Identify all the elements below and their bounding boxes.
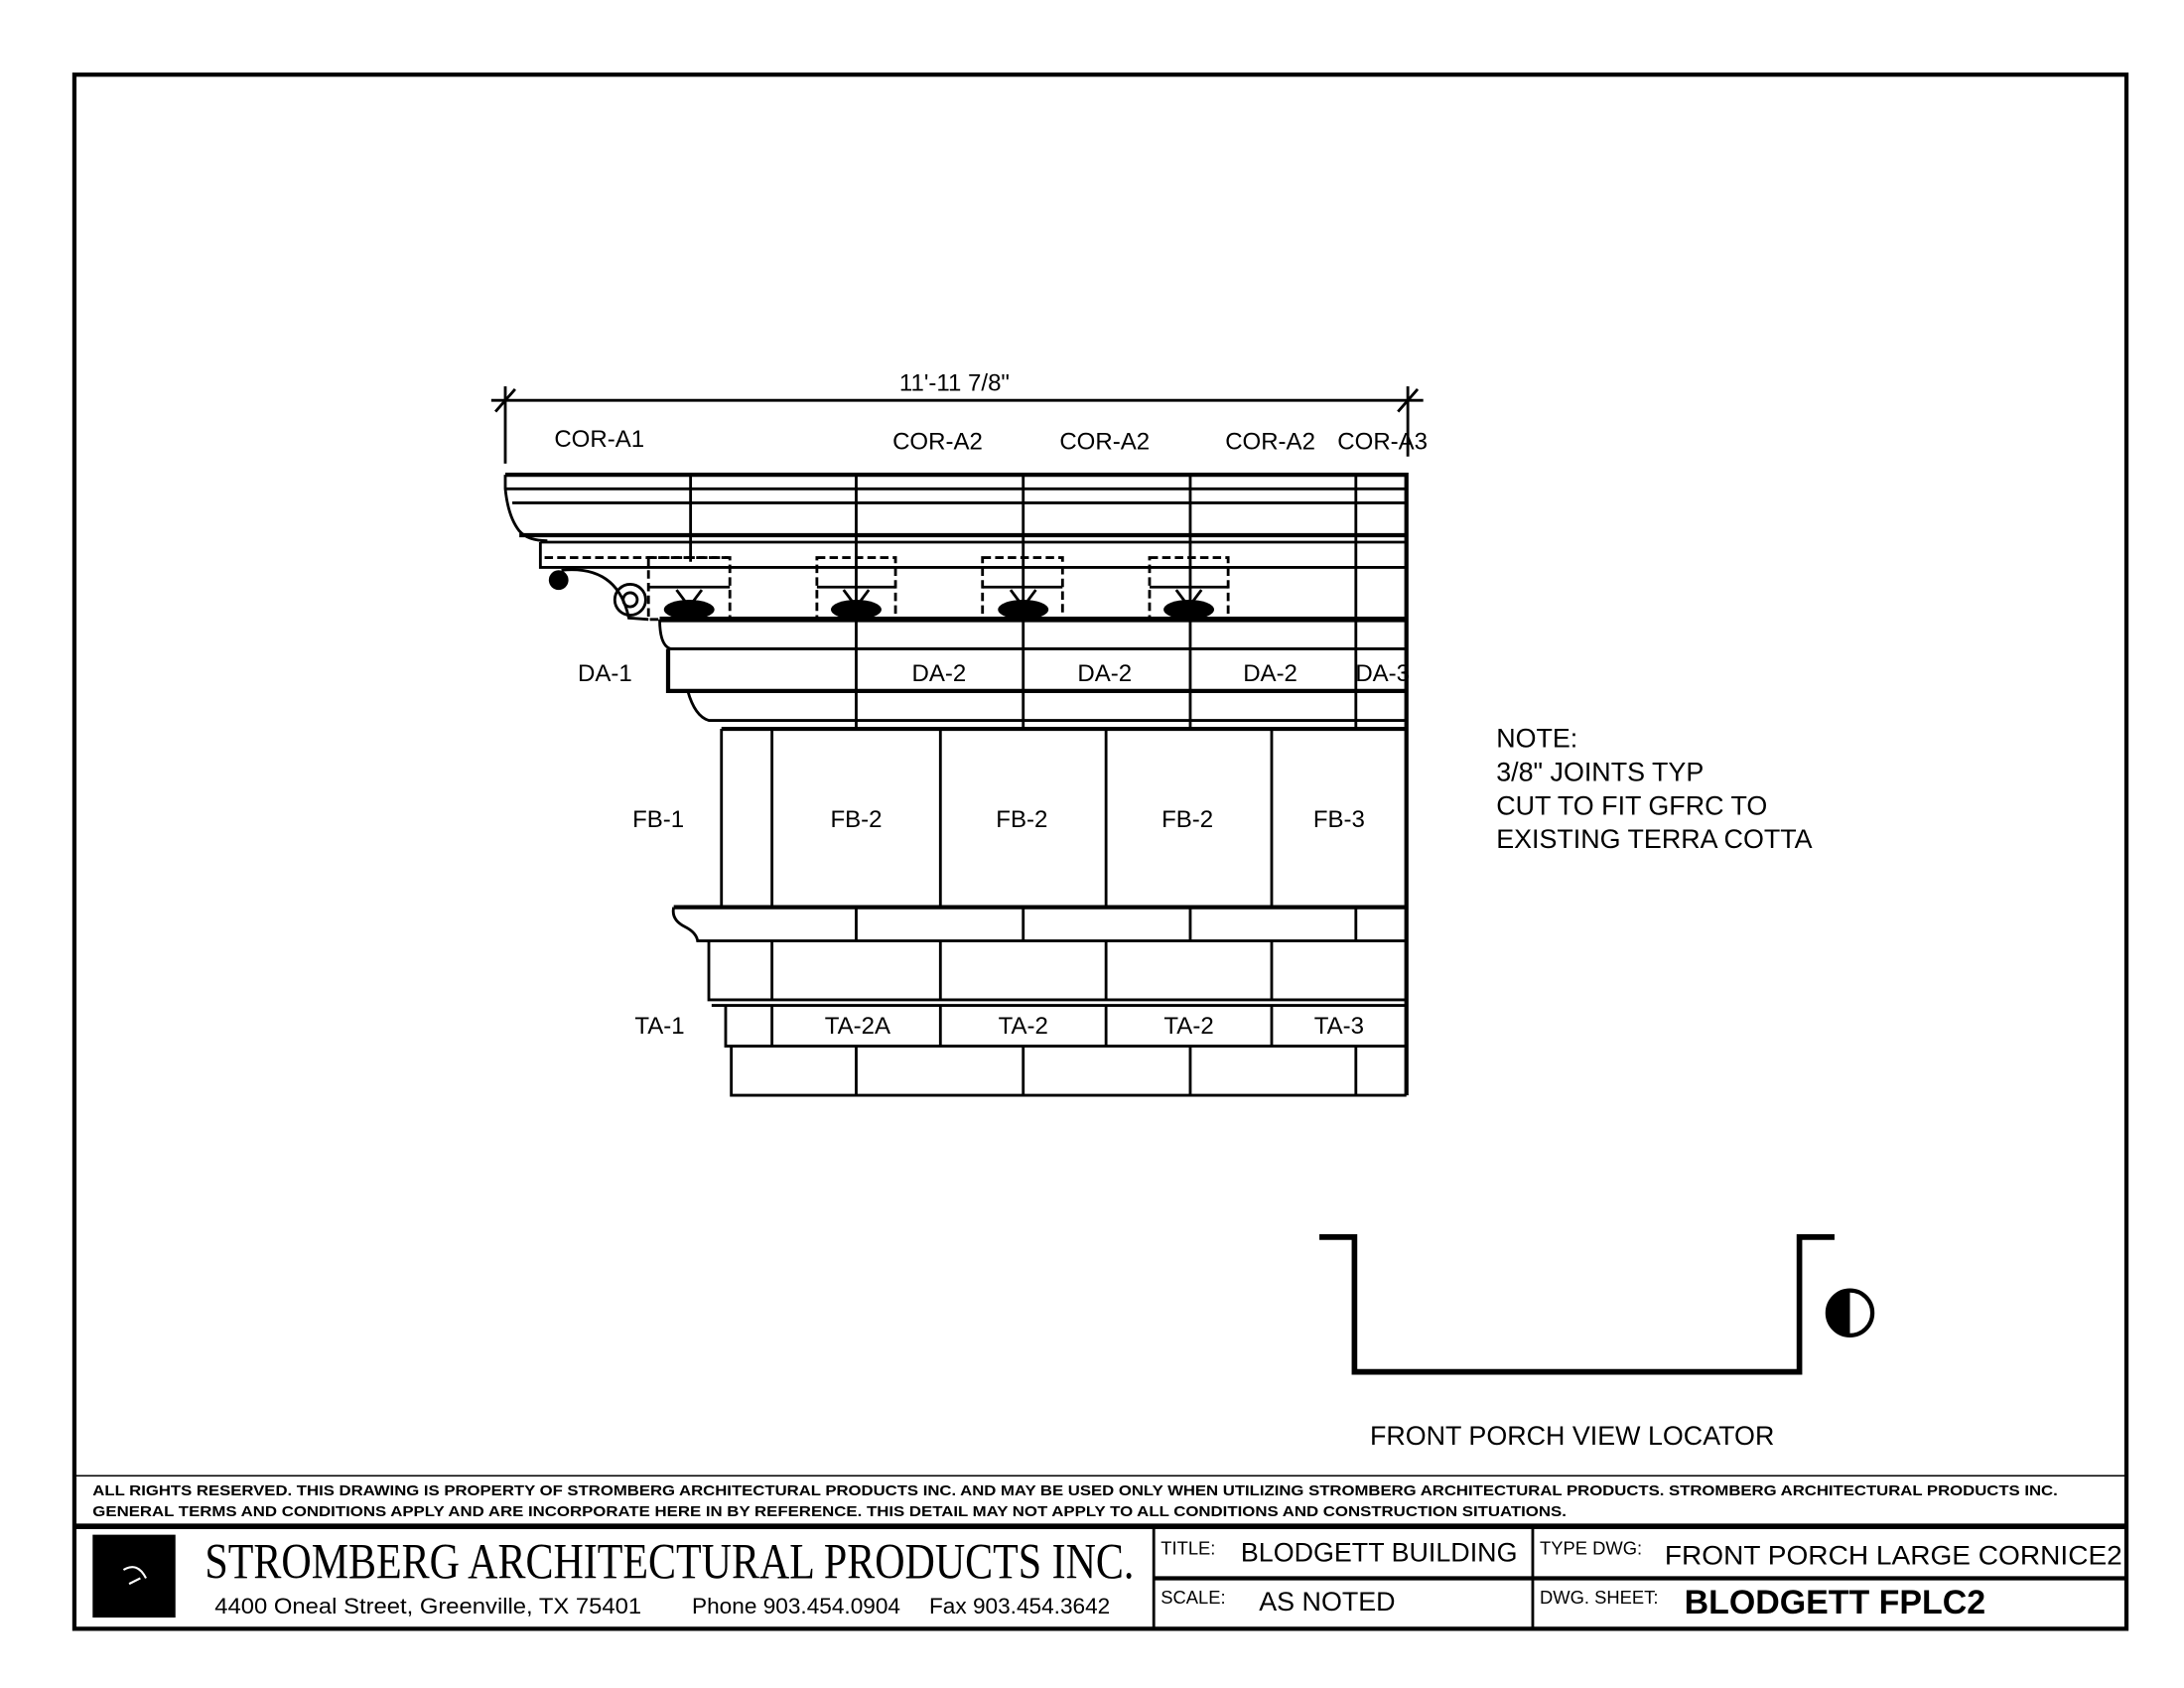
frieze-label: FB-2	[996, 806, 1047, 833]
scroll-bracket	[548, 568, 649, 622]
frieze-label: FB-2	[830, 806, 882, 833]
type-dwg-label: TYPE DWG:	[1540, 1537, 1642, 1558]
view-locator: FRONT PORCH VIEW LOCATOR	[1319, 1234, 1875, 1451]
cornice-label: COR-A2	[892, 429, 983, 456]
note-block: NOTE: 3/8" JOINTS TYP CUT TO FIT GFRC TO…	[1496, 723, 1812, 854]
scale-label: SCALE:	[1160, 1587, 1225, 1608]
company-name: STROMBERG ARCHITECTURAL PRODUCTS INC.	[205, 1534, 1134, 1590]
disclaimer-line: ALL RIGHTS RESERVED. THIS DRAWING IS PRO…	[92, 1483, 2057, 1499]
title-block: STROMBERG ARCHITECTURAL PRODUCTS INC. 44…	[92, 1526, 2127, 1629]
company-phone: Phone 903.454.0904	[692, 1594, 900, 1618]
dwg-sheet-label: DWG. SHEET:	[1540, 1587, 1658, 1608]
architrave-label: TA-3	[1314, 1013, 1364, 1040]
sheet-border	[71, 72, 2129, 1631]
dwg-sheet-value: BLODGETT FPLC2	[1685, 1584, 1985, 1621]
title-label: TITLE:	[1160, 1537, 1215, 1558]
disclaimer-line: GENERAL TERMS AND CONDITIONS APPLY AND A…	[92, 1504, 1567, 1520]
cornice-label: COR-A1	[554, 426, 644, 453]
architrave-label: TA-2	[999, 1013, 1048, 1040]
modillion-blocks	[646, 556, 1230, 622]
title-value: BLODGETT BUILDING	[1241, 1537, 1518, 1567]
frieze-label: FB-3	[1313, 806, 1365, 833]
dentil-label: DA-2	[912, 660, 967, 687]
dentil-label: DA-2	[1077, 660, 1132, 687]
dentil-label: DA-1	[578, 660, 632, 687]
dentil-label: DA-3	[1355, 660, 1410, 687]
company-logo	[92, 1534, 176, 1618]
locator-label: FRONT PORCH VIEW LOCATOR	[1370, 1421, 1774, 1451]
company-fax: Fax 903.454.3642	[929, 1594, 1110, 1618]
frieze-label: FB-1	[632, 806, 684, 833]
scale-value: AS NOTED	[1259, 1587, 1395, 1617]
type-dwg-value: FRONT PORCH LARGE CORNICE2	[1665, 1540, 2122, 1570]
dentil-label: DA-2	[1243, 660, 1297, 687]
note-line: CUT TO FIT GFRC TO	[1496, 790, 1767, 820]
overall-dimension: 11'-11 7/8"	[490, 369, 1424, 464]
cornice-label: COR-A3	[1337, 429, 1428, 456]
cornice-elevation	[503, 473, 1409, 1097]
note-line: EXISTING TERRA COTTA	[1496, 824, 1812, 854]
frieze-label: FB-2	[1161, 806, 1213, 833]
view-direction-icon	[1825, 1288, 1875, 1337]
note-line: 3/8" JOINTS TYP	[1496, 757, 1704, 786]
cornice-label: COR-A2	[1059, 429, 1150, 456]
architrave-label: TA-1	[634, 1013, 684, 1040]
rosette-ornaments	[663, 589, 1215, 620]
dimension-text: 11'-11 7/8"	[899, 369, 1010, 396]
company-address: 4400 Oneal Street, Greenville, TX 75401	[214, 1594, 641, 1618]
architrave-label: TA-2A	[825, 1013, 890, 1040]
cornice-label: COR-A2	[1225, 429, 1315, 456]
note-heading: NOTE:	[1496, 723, 1577, 753]
architrave-label: TA-2	[1163, 1013, 1213, 1040]
